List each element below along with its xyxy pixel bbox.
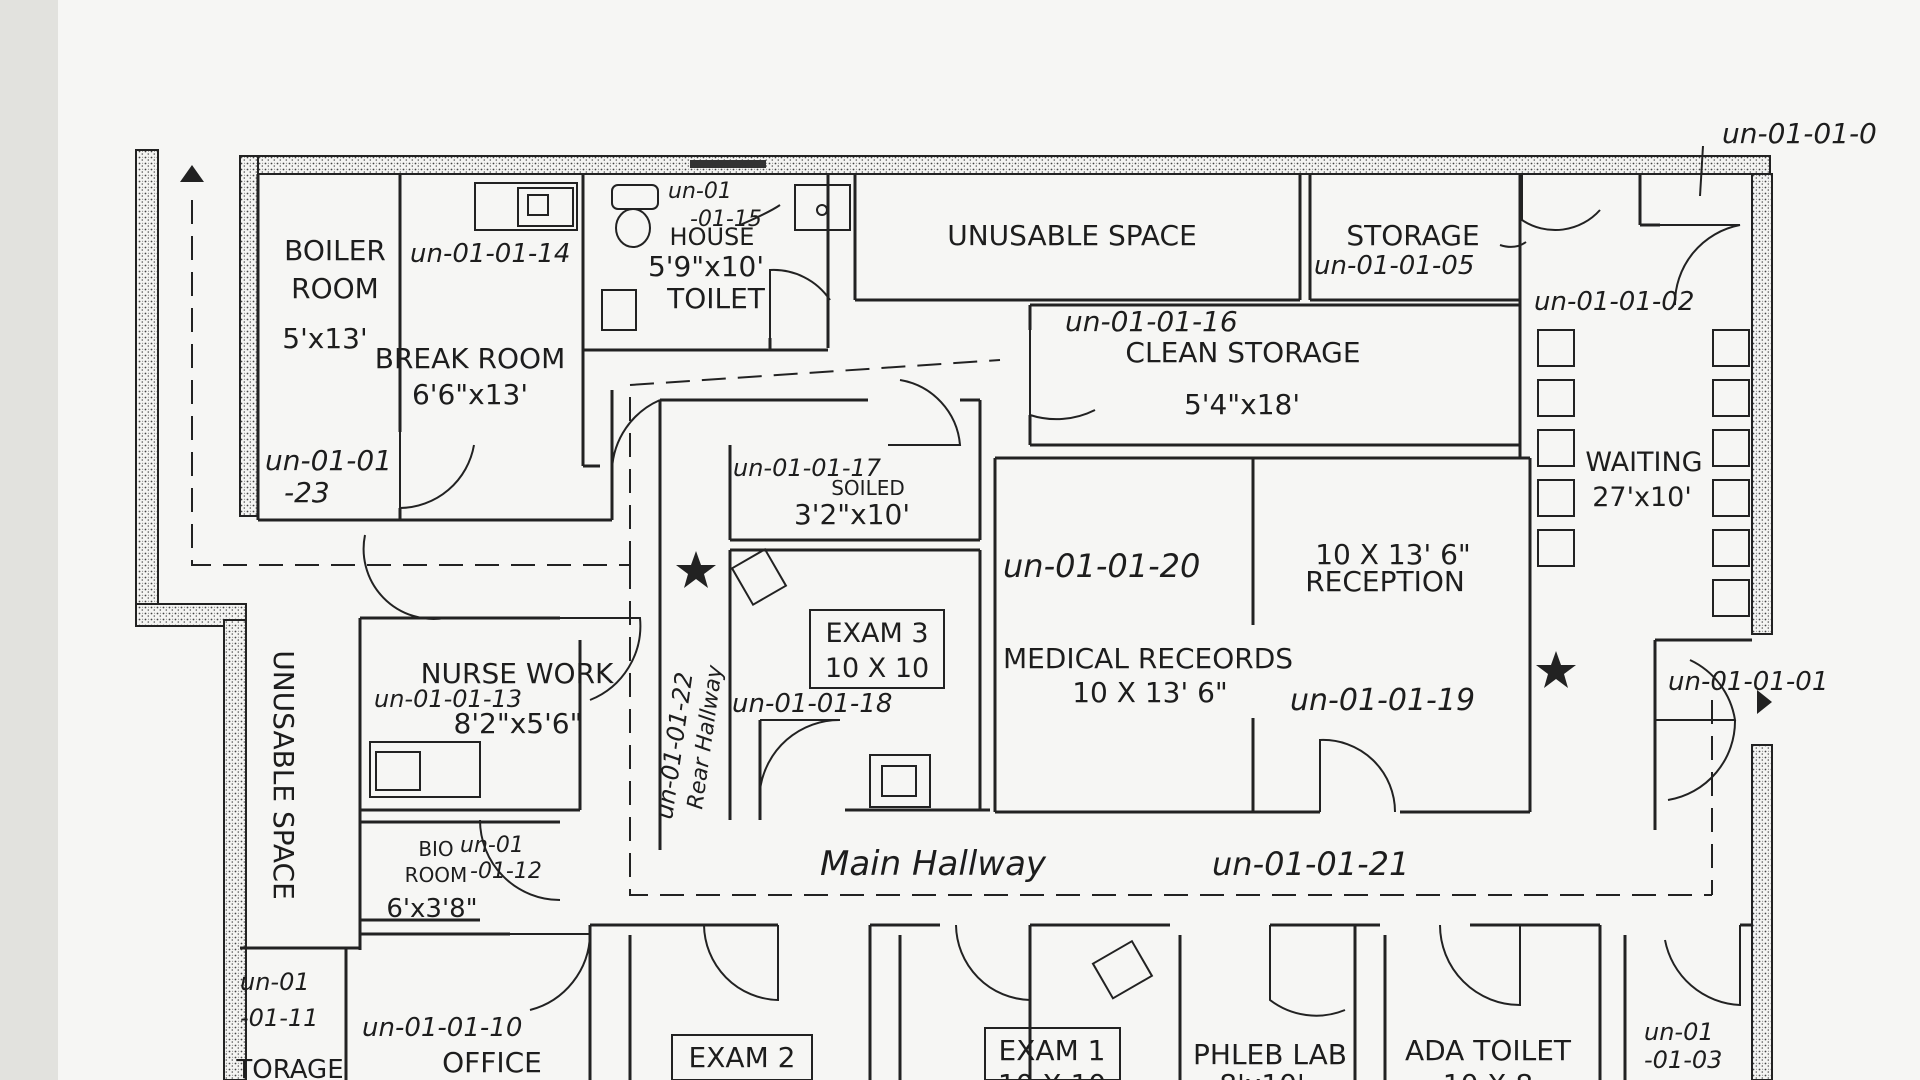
star-icon — [676, 551, 716, 588]
hw-id-11a: un-01 — [240, 968, 310, 996]
hw-id-13: un-01-01-13 — [374, 685, 522, 713]
exam1-label: EXAM 1 — [999, 1034, 1106, 1067]
break-room-label: BREAK ROOM — [375, 342, 565, 375]
storage-label: STORAGE — [1346, 219, 1479, 252]
label-boxes — [671, 609, 1121, 1080]
waiting-chairs — [1537, 329, 1750, 617]
ada-toilet-label: ADA TOILET — [1405, 1034, 1572, 1067]
hw-id-12b: -01-12 — [470, 859, 542, 884]
waiting-size: 27'x10' — [1592, 482, 1692, 513]
pen-strokes — [739, 145, 1704, 248]
hw-id-20: un-01-01-20 — [1003, 547, 1200, 585]
break-room-size: 6'6"x13' — [412, 378, 528, 411]
medical-records-size: 10 X 13' 6" — [1072, 676, 1228, 709]
ada-toilet-size: 10 X 8 — [1443, 1068, 1533, 1080]
window-top — [690, 160, 766, 168]
hw-id-03a: un-01 — [1644, 1018, 1714, 1046]
exam1-size: 10 X 10 — [998, 1068, 1106, 1080]
soiled-label: SOILED — [831, 476, 905, 500]
nurse-work-size: 8'2"x5'6" — [454, 707, 583, 740]
house-toilet-size: 5'9"x10' — [648, 250, 764, 283]
unusable-space-top-label: UNUSABLE SPACE — [947, 219, 1197, 252]
house-toilet-label: HOUSE — [670, 223, 755, 251]
hw-id-18: un-01-01-18 — [732, 689, 892, 719]
medical-records-label: MEDICAL RECEORDS — [1003, 642, 1293, 675]
clean-storage-size: 5'4"x18' — [1184, 388, 1300, 421]
star-markers — [676, 551, 1576, 688]
unusable-space-side-label: UNUSABLE SPACE — [267, 650, 300, 900]
boiler-room-size: 5'x13' — [282, 322, 367, 355]
nurse-work-label: NURSE WORK — [421, 657, 614, 690]
hw-id-14: un-01-01-14 — [410, 239, 570, 269]
bio-room-label: BIO — [418, 837, 453, 861]
hw-id-16: un-01-01-16 — [1065, 305, 1238, 338]
hw-id-23a: un-01-01 — [265, 444, 392, 477]
hw-id-01-top: un-01-01-0 — [1722, 117, 1877, 150]
background-left — [0, 0, 58, 1080]
hw-id-05: un-01-01-05 — [1314, 251, 1474, 281]
reception-size: 10 X 13' 6" — [1315, 538, 1471, 571]
phleb-lab-label: PHLEB LAB — [1193, 1038, 1347, 1071]
bio-room-size: 6'x3'8" — [386, 894, 477, 924]
star-icon — [1536, 651, 1576, 688]
interior-walls — [240, 174, 1752, 1080]
hw-id-11b: -01-11 — [240, 1004, 318, 1032]
hw-id-17: un-01-01-17 — [733, 454, 882, 482]
hw-id-entry: un-01-01-01 — [1668, 667, 1828, 697]
exam2-label: EXAM 2 — [689, 1041, 796, 1074]
paper-sheet — [55, 0, 1920, 1080]
exit-arrows — [180, 165, 1772, 714]
door-swings — [362, 174, 1741, 1017]
soiled-size: 3'2"x10' — [794, 498, 910, 531]
exam3-size: 10 X 10 — [825, 653, 929, 684]
reception-label: RECEPTION — [1305, 565, 1465, 598]
clean-storage-label: CLEAN STORAGE — [1125, 336, 1360, 369]
office-label: OFFICE — [442, 1046, 542, 1079]
exam3-label: EXAM 3 — [825, 618, 928, 649]
hw-id-12a: un-01 — [460, 833, 524, 858]
hw-id-10: un-01-01-10 — [362, 1013, 522, 1043]
bio-room-label-2: ROOM — [405, 863, 468, 887]
storage-bottom-label: TORAGE — [235, 1055, 343, 1080]
hw-id-02: un-01-01-02 — [1534, 287, 1694, 317]
hw-id-15a: un-01 — [668, 179, 732, 204]
egress-paths — [191, 200, 1713, 896]
house-toilet-label-2: TOILET — [666, 282, 766, 315]
exterior-walls — [135, 149, 1773, 1080]
hw-id-15b: -01-15 — [690, 207, 762, 232]
boiler-room-label-2: ROOM — [291, 272, 379, 305]
hw-id-03b: -01-03 — [1644, 1046, 1722, 1074]
handwritten-annotations: un-01-01-0 un-01-01-02 un-01-01-05 un-01… — [240, 117, 1877, 1074]
waiting-label: WAITING — [1585, 447, 1702, 478]
phleb-lab-size: 8'x10' — [1219, 1068, 1304, 1080]
hw-id-19: un-01-01-19 — [1290, 683, 1475, 718]
hw-id-23b: -23 — [284, 476, 330, 509]
fixtures — [369, 182, 1154, 1000]
boiler-room-label: BOILER — [284, 234, 386, 267]
hw-id-21: un-01-01-21 — [1212, 845, 1409, 883]
room-labels: BOILER ROOM 5'x13' BREAK ROOM 6'6"x13' H… — [235, 219, 1702, 1080]
hw-main-hallway: Main Hallway — [820, 844, 1047, 884]
